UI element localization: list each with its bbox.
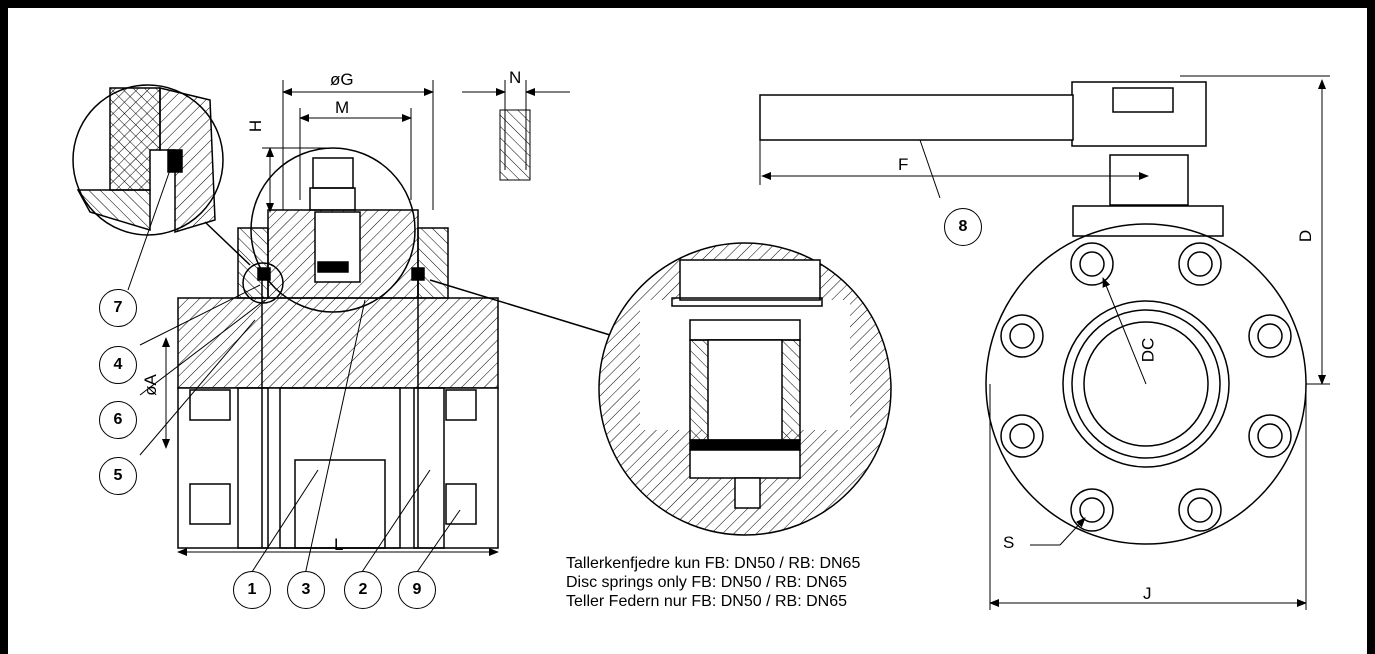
note-line-german: Teller Federn nur FB: DN50 / RB: DN65 (566, 593, 847, 607)
dim-label-D: D (1296, 229, 1316, 243)
callout-7: 7 (99, 289, 137, 327)
callout-6: 6 (99, 401, 137, 439)
callout-4: 4 (99, 346, 137, 384)
note-line-danish: Tallerkenfjedre kun FB: DN50 / RB: DN65 (566, 555, 861, 572)
dim-label-M: M (335, 98, 350, 117)
callout-3: 3 (287, 571, 325, 609)
callout-leaders (127, 169, 461, 576)
end-dimensions (759, 75, 1330, 610)
section-view (72, 84, 499, 549)
dim-label-L: L (334, 535, 344, 554)
dim-label-DC: DC (1138, 337, 1158, 363)
dim-label-S: S (1003, 533, 1015, 552)
dim-label-A: øA (140, 374, 160, 396)
callout-5: 5 (99, 457, 137, 495)
callout-9: 9 (398, 571, 436, 609)
callout-2: 2 (344, 571, 382, 609)
dim-label-G: øG (330, 70, 354, 89)
dim-label-H: H (246, 119, 266, 133)
callout-1: 1 (233, 571, 271, 609)
section-dimensions (162, 80, 570, 556)
note-line-english: Disc springs only FB: DN50 / RB: DN65 (566, 574, 847, 591)
dim-label-J: J (1143, 584, 1152, 603)
disc-spring-detail (429, 242, 892, 536)
dim-label-F: F (898, 155, 909, 174)
callout-8: 8 (944, 208, 982, 246)
flange-bolts (1000, 242, 1292, 532)
end-view (759, 81, 1307, 545)
dim-label-N: N (509, 68, 522, 87)
